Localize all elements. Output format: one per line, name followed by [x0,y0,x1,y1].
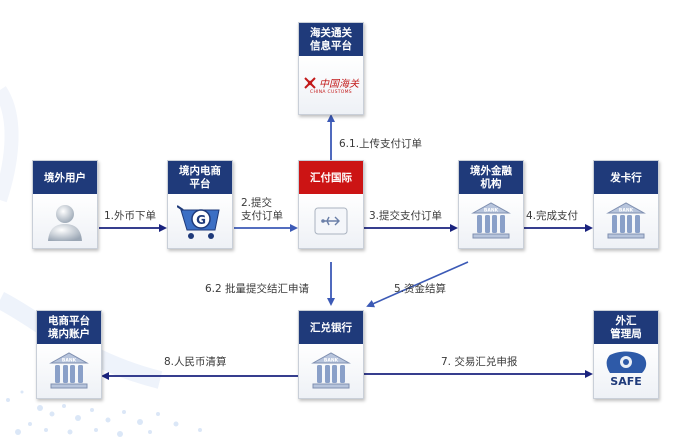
bank-icon: BANK [49,352,89,389]
node-safe: 外汇 管理局 SAFE [593,310,659,399]
edge-label-7: 7. 交易汇兑申报 [441,356,518,368]
shopping-cart-icon: G [177,205,220,239]
edge-label-1: 1.外币下单 [104,210,157,222]
node-finance-title-1: 境外金融 [470,165,512,177]
edge-label-8: 8.人民币清算 [164,356,227,368]
svg-text:G: G [196,213,206,227]
bank-icon: BANK [311,352,351,389]
customs-logo-cn: 中国海关 [319,79,359,90]
safe-logo: SAFE [606,351,647,388]
node-ecommerce-title-2: 平台 [189,178,211,190]
node-safe-title-2: 管理局 [610,328,642,340]
edge-label-2-line1: 2.提交 [241,197,273,209]
edge-label-6-1: 6.1.上传支付订单 [339,138,423,150]
bank-icon: BANK [471,202,511,239]
node-exchange-bank-title: 汇兑银行 [310,321,352,334]
node-huifu-title: 汇付国际 [310,171,352,184]
node-overseas-user-title: 境外用户 [44,171,86,184]
bank-icon: BANK [606,202,646,239]
edge-label-2: 2.提交 支付订单 [241,197,283,223]
node-finance-title-2: 机构 [480,178,502,190]
bank-icon-label: BANK [62,358,77,364]
edge-label-5: 5.资金结算 [394,283,447,295]
node-overseas-finance: 境外金融 机构 BANK [458,160,524,249]
safe-logo-text: SAFE [610,375,641,388]
bank-icon-label: BANK [484,208,499,214]
node-ecommerce-account: 电商平台 境内账户 BANK [36,310,102,399]
node-account-title-1: 电商平台 [48,315,90,327]
edge-label-3: 3.提交支付订单 [369,210,443,222]
node-exchange-bank: 汇兑银行 BANK [298,310,364,399]
customs-logo-en: CHINA CUSTOMS [310,90,352,95]
user-icon [48,205,82,241]
node-ecommerce-title-1: 境内电商 [179,165,221,177]
node-card-issuer: 发卡行 BANK [593,160,659,249]
node-domestic-ecommerce: 境内电商 平台 G [167,160,233,249]
node-account-title-2: 境内账户 [48,328,90,340]
usb-drive-icon [314,207,348,235]
bank-icon-label: BANK [324,358,339,364]
node-huifu: 汇付国际 [298,160,364,249]
edge-label-4: 4.完成支付 [526,210,579,222]
node-safe-title-1: 外汇 [615,315,637,327]
edge-label-6-2: 6.2 批量提交结汇申请 [205,283,310,295]
china-customs-logo: 中国海关 CHINA CUSTOMS [303,75,359,95]
node-card-issuer-title: 发卡行 [610,171,642,184]
bank-icon-label: BANK [619,208,634,214]
node-customs-title-1: 海关通关 [310,27,352,39]
edge-label-2-line2: 支付订单 [241,210,283,222]
node-overseas-user: 境外用户 [32,160,98,249]
node-customs-title-2: 信息平台 [310,40,352,52]
node-customs: 海关通关 信息平台 中国海关 CHINA CUSTOMS [298,22,364,115]
customs-emblem-icon [304,76,316,89]
